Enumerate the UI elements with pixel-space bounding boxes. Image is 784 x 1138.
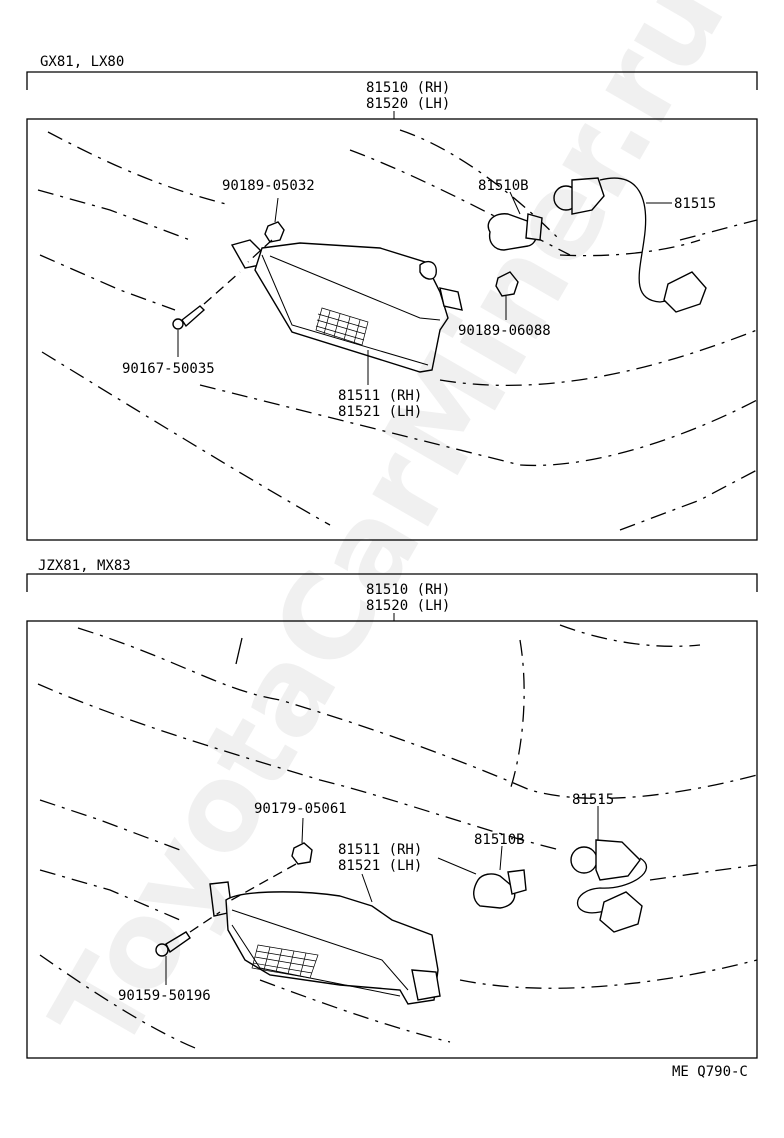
lens-edge [261,254,429,366]
body-contour [559,624,701,647]
socket-icon [553,177,707,313]
bulb-icon [473,869,527,909]
callout-81510B-1: 81510B [478,178,529,194]
socket-icon [570,839,648,933]
section-2-frame [26,620,758,1059]
clip-icon [495,271,519,297]
lens-edge [269,255,441,321]
leader-81510B-2b [499,845,503,871]
body-contour [235,637,243,665]
diagram-reference-code: ME Q790-C [672,1064,748,1080]
section-1-model-label: GX81, LX80 [40,54,124,70]
lens-socket-boss [419,260,437,280]
body-contour [199,384,758,467]
body-contour [47,131,231,206]
assembly-line [189,911,221,933]
section-2-model-label: JZX81, MX83 [38,558,131,574]
callout-81521-lh-2: 81521 (LH) [338,858,422,874]
section-jzx81: JZX81, MX83 81510 (RH) 81520 (LH) [26,558,758,1059]
screw-icon [155,931,191,957]
callout-81511-rh-2: 81511 (RH) [338,842,422,858]
lens-rear-tab [411,969,441,1001]
nut-icon [264,221,285,243]
section-1-assembly-rh: 81510 (RH) [366,80,450,96]
leader-90179-05061 [301,817,304,844]
body-contour [37,189,191,241]
callout-90159-50196: 90159-50196 [118,988,211,1004]
body-contour [349,149,571,256]
reflector-grid [251,944,319,979]
callout-81515-2: 81515 [572,792,614,808]
body-contour [459,959,758,989]
section-2-assembly-rh: 81510 (RH) [366,582,450,598]
body-contour [39,954,201,1051]
body-contour [439,329,758,386]
screw-icon [172,305,206,330]
callout-81521-lh-1: 81521 (LH) [338,404,422,420]
body-contour [619,469,758,531]
lens-edge [231,909,409,991]
body-contour [679,219,758,241]
body-contour [39,869,181,921]
assembly-line [247,239,273,263]
lens-housing-1 [230,239,463,373]
section-1-assembly-lh: 81520 (LH) [366,96,450,112]
body-contour [39,254,176,311]
callout-81510B-2: 81510B [474,832,525,848]
section-1-bracket [26,71,758,90]
lens-rear-tab [439,287,463,311]
callout-90189-05032: 90189-05032 [222,178,315,194]
body-contour [37,683,561,851]
body-contour [559,239,701,257]
lens-edge [231,924,401,997]
leader-90189-05032 [274,197,279,223]
assembly-line [227,863,297,903]
leader-81510B [509,191,521,215]
callout-81515-1: 81515 [674,196,716,212]
section-gx81: GX81, LX80 81510 (RH) 81520 (LH) [26,54,758,541]
leader-81511-2 [361,873,373,903]
body-contour [41,351,331,526]
nut-icon [291,842,313,865]
callout-81511-rh-1: 81511 (RH) [338,388,422,404]
assembly-line [203,271,241,305]
body-contour [649,864,758,881]
body-contour [77,627,758,800]
lens-body [254,242,449,373]
reflector-grid [315,307,369,346]
callout-90167-50035: 90167-50035 [122,361,215,377]
body-contour [399,129,561,241]
body-contour [259,979,451,1043]
callout-90189-06088: 90189-06088 [458,323,551,339]
section-1-frame [26,118,758,541]
lens-housing-2 [209,881,441,1005]
watermark-text: ToyotaCarMiner.ru [25,0,752,1074]
callout-90179-05061: 90179-05061 [254,801,347,817]
bulb-icon [487,213,543,251]
section-2-bracket [26,573,758,592]
section-2-assembly-lh: 81520 (LH) [366,598,450,614]
body-contour [509,639,525,791]
leader-81510B-2 [437,857,477,875]
